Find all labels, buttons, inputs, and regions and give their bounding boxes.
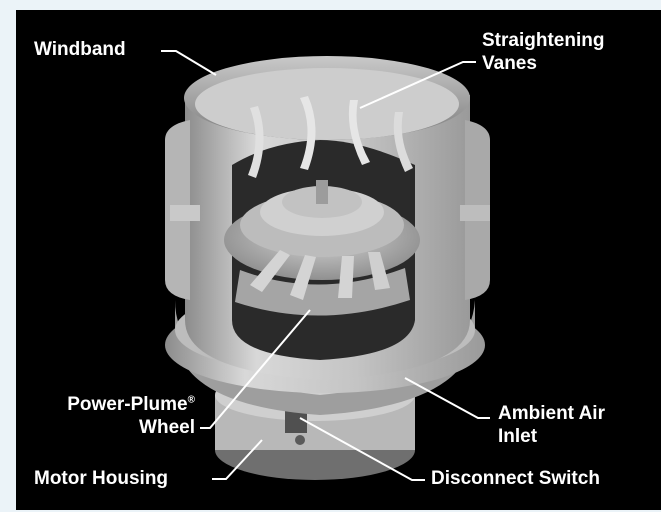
label-ambient-air-line2: Inlet [498,425,605,448]
label-windband: Windband [34,38,126,61]
label-straightening-vanes-line2: Vanes [482,52,604,75]
label-power-plume-line2: Wheel [33,416,195,439]
label-straightening-vanes: Straightening Vanes [482,29,604,75]
label-motor-housing: Motor Housing [34,467,168,490]
leader-line-ambient-air [405,378,490,418]
label-ambient-air-inlet: Ambient Air Inlet [498,402,605,448]
label-ambient-air-line1: Ambient Air [498,402,605,425]
label-straightening-vanes-line1: Straightening [482,29,604,52]
label-power-plume-wheel: Power-Plume® Wheel [33,393,195,439]
registered-mark: ® [188,395,195,406]
power-plume-text: Power-Plume [67,394,187,415]
label-power-plume-line1: Power-Plume® [33,393,195,416]
label-disconnect-switch: Disconnect Switch [431,467,600,490]
leader-line-windband [161,51,216,75]
